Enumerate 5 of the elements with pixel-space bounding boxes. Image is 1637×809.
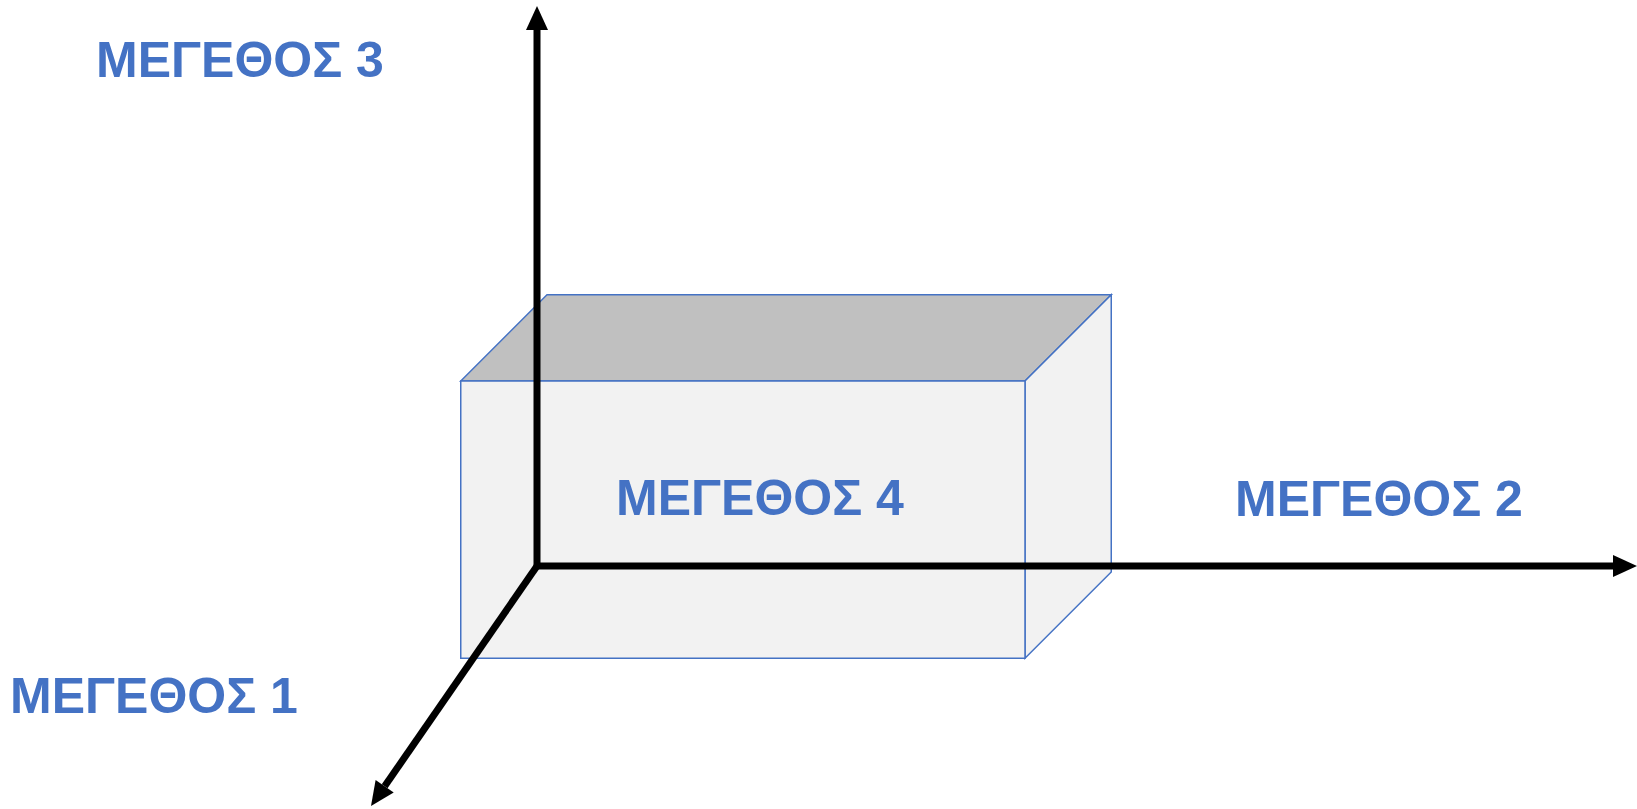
- cuboid-shape: [458, 292, 1114, 661]
- axis-label: ΜΕΓΕΘΟΣ 3: [96, 32, 384, 88]
- node-label: ΜΕΓΕΘΟΣ 4: [616, 470, 904, 526]
- axis-label: ΜΕΓΕΘΟΣ 1: [10, 668, 298, 724]
- axis-label: ΜΕΓΕΘΟΣ 2: [1235, 471, 1523, 527]
